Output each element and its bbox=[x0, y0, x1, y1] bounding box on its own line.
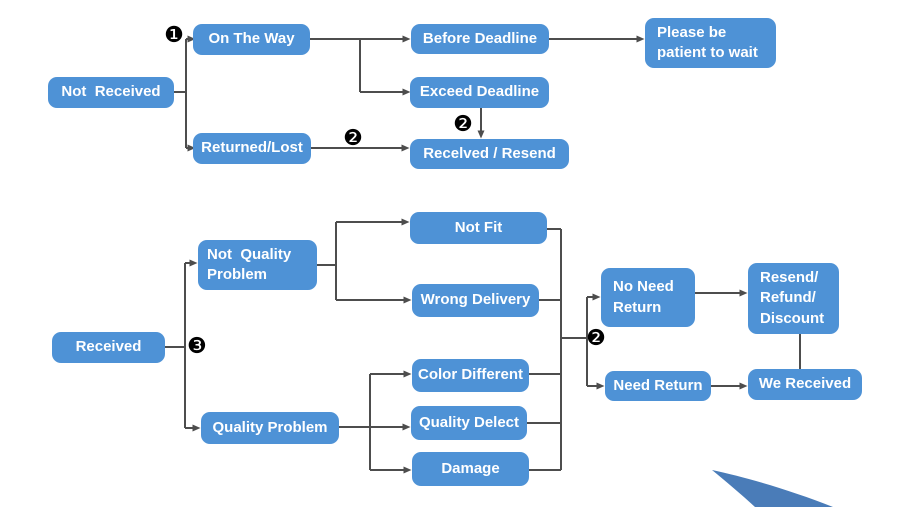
node-label: Resend/ Refund/ Discount bbox=[760, 269, 825, 327]
swoosh-decoration bbox=[712, 470, 833, 507]
step-badge-2b: ❷ bbox=[453, 112, 473, 137]
node-label: Color Different bbox=[418, 366, 523, 384]
node-wrong-delivery: Wrong Delivery bbox=[412, 284, 539, 317]
node-label: We Received bbox=[758, 375, 852, 393]
node-received-resend: Recelved / Resend bbox=[410, 139, 569, 169]
node-label: Recelved / Resend bbox=[423, 144, 556, 162]
node-before-deadline: Before Deadline bbox=[411, 24, 549, 54]
step-badge-1: ❶ bbox=[164, 23, 184, 48]
node-label: Received bbox=[75, 338, 142, 356]
step-badge-2: ❷ bbox=[343, 126, 363, 151]
node-label: Please be patient to wait bbox=[657, 23, 758, 61]
node-label: Exceed Deadline bbox=[419, 83, 540, 101]
step-badge-3: ❸ bbox=[187, 334, 207, 359]
node-need-return: Need Return bbox=[605, 371, 711, 401]
node-resend-refund-discount: Resend/ Refund/ Discount bbox=[748, 263, 839, 334]
node-not-fit: Not Fit bbox=[410, 212, 547, 244]
node-label: Need Return bbox=[613, 376, 703, 394]
node-label: Before Deadline bbox=[422, 29, 538, 47]
node-label: Not Quality Problem bbox=[207, 245, 292, 283]
node-label: Quality Problem bbox=[212, 418, 328, 436]
node-received: Received bbox=[52, 332, 165, 363]
node-label: Wrong Delivery bbox=[420, 291, 531, 309]
node-color-different: Color Different bbox=[412, 359, 529, 392]
node-label: No Need Return bbox=[613, 278, 674, 316]
node-label: Not Fit bbox=[454, 218, 503, 236]
node-quality-problem: Quality Problem bbox=[201, 412, 339, 444]
node-not-quality-problem: Not Quality Problem bbox=[198, 240, 317, 290]
node-label: Damage bbox=[441, 459, 500, 477]
node-damage: Damage bbox=[412, 452, 529, 486]
node-not-received: Not Received bbox=[48, 77, 174, 108]
node-label: Not Received bbox=[61, 83, 161, 101]
node-no-need-return: No Need Return bbox=[601, 268, 695, 327]
node-we-received: We Received bbox=[748, 369, 862, 400]
node-label: Returned/Lost bbox=[201, 139, 303, 157]
step-badge-2c: ❷ bbox=[586, 326, 606, 351]
node-exceed-deadline: Exceed Deadline bbox=[410, 77, 549, 108]
node-label: On The Way bbox=[208, 30, 295, 48]
node-returned-lost: Returned/Lost bbox=[193, 133, 311, 164]
node-quality-delect: Quality Delect bbox=[411, 406, 527, 440]
node-label: Quality Delect bbox=[418, 413, 520, 431]
node-please-be-patient: Please be patient to wait bbox=[645, 18, 776, 68]
node-on-the-way: On The Way bbox=[193, 24, 310, 55]
